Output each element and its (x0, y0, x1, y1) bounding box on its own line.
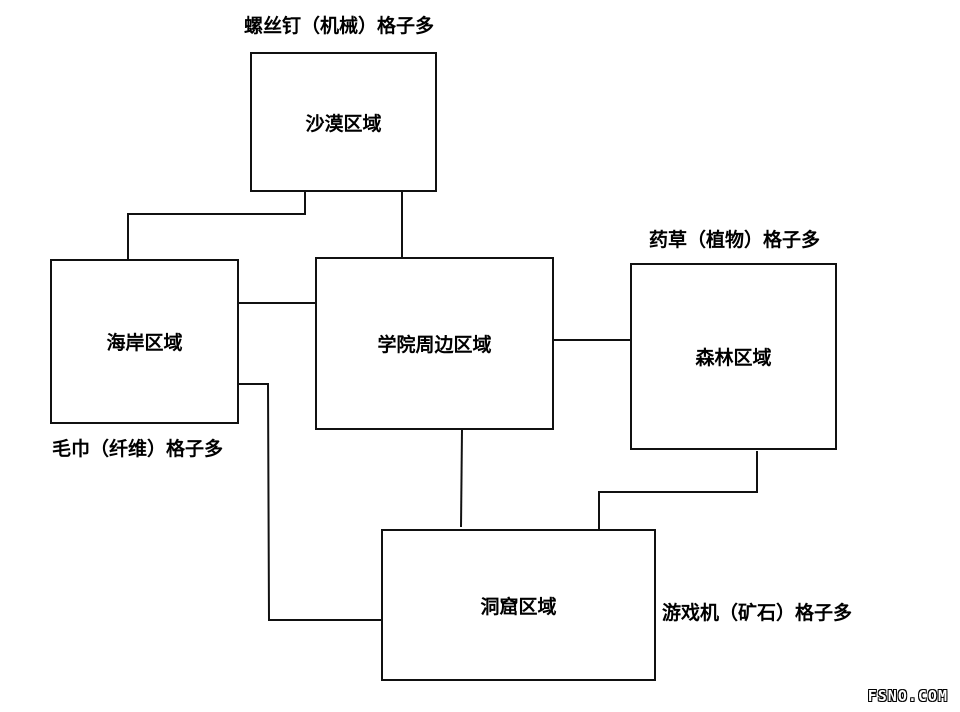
region-coast-note: 毛巾（纤维）格子多 (52, 438, 224, 460)
region-forest-label: 森林区域 (695, 347, 772, 369)
region-cave-note: 游戏机（矿石）格子多 (662, 602, 853, 624)
region-coast: 海岸区域 (50, 259, 239, 424)
region-cave: 洞窟区域 (381, 529, 656, 681)
region-cave-label: 洞窟区域 (480, 595, 557, 618)
region-coast-label: 海岸区域 (106, 332, 183, 354)
region-desert-label: 沙漠区域 (305, 112, 382, 135)
region-academy-label: 学院周边区域 (377, 334, 492, 356)
connector-coast-cave (238, 383, 382, 621)
region-academy: 学院周边区域 (315, 257, 554, 430)
region-desert-note: 螺丝钉（机械）格子多 (244, 15, 435, 37)
region-forest: 森林区域 (630, 263, 837, 450)
region-desert: 沙漠区域 (250, 52, 437, 192)
connector-academy-cave (460, 428, 463, 528)
watermark-logo: FSNO.COM (867, 687, 948, 705)
region-forest-note: 药草（植物）格子多 (649, 229, 821, 251)
connector-forest-cave (598, 451, 758, 530)
connector-desert-coast (127, 192, 306, 260)
